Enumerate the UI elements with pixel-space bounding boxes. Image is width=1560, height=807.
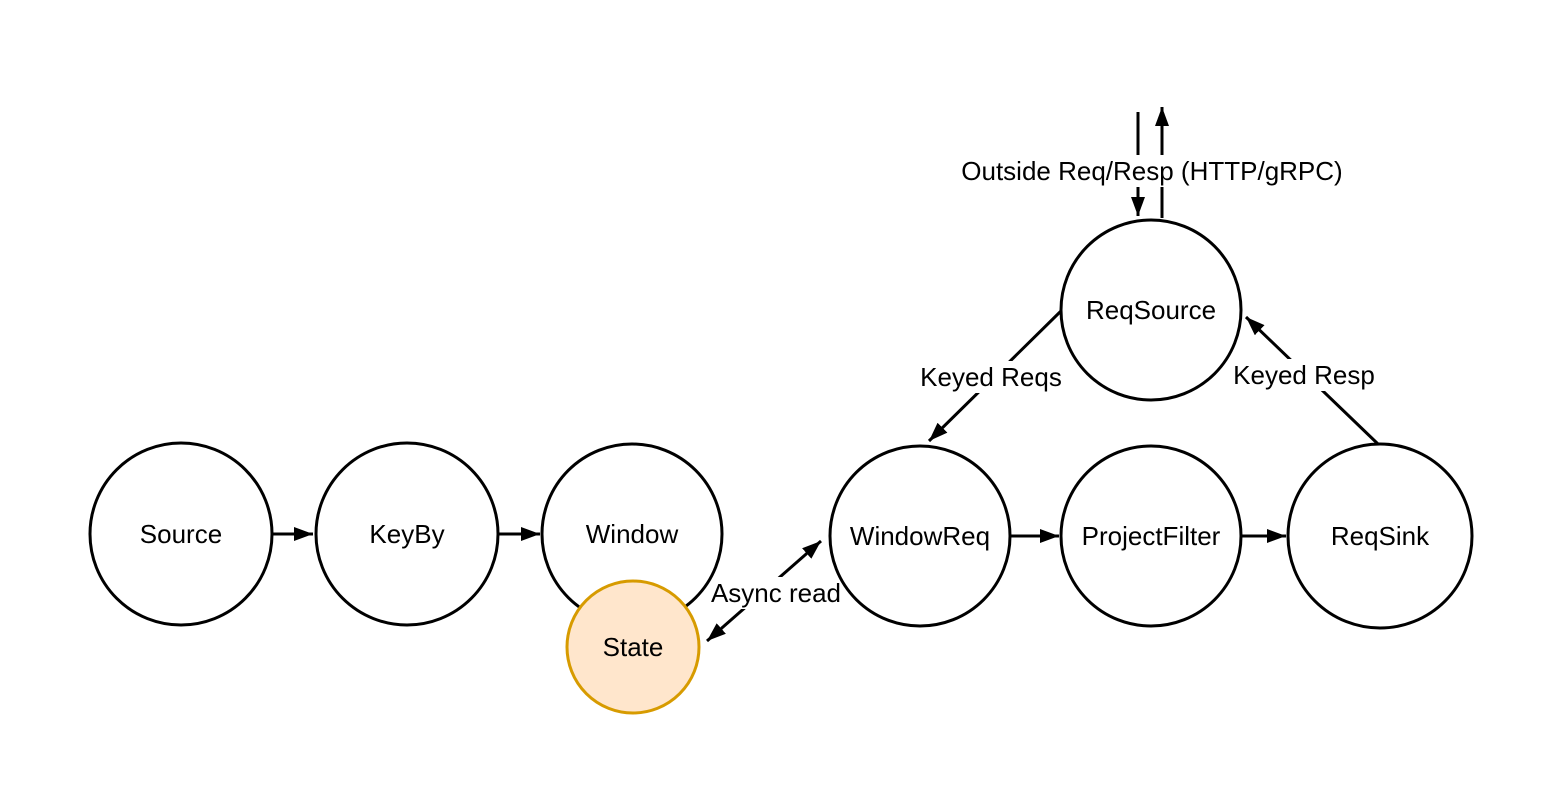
node-label-state: State [603,632,664,662]
node-label-projectfilter: ProjectFilter [1082,521,1221,551]
edge-label-reqsink-to-reqsource: Keyed Resp [1230,359,1378,391]
node-label-windowreq: WindowReq [850,521,990,551]
node-label-window: Window [586,519,679,549]
edge-label-bg-reqsource-to-windowreq [917,361,1065,393]
node-state [565,579,701,715]
node-windowreq [828,444,1012,628]
edge-label-bg-state-windowreq-async [707,577,845,609]
edge-label-text-reqsource-to-windowreq: Keyed Reqs [920,362,1062,392]
edge-label-bg-outside-response-out [958,155,1346,187]
edge-label-state-windowreq-async: Async read [707,577,845,609]
edge-label-text-reqsink-to-reqsource: Keyed Resp [1233,360,1375,390]
node-source [88,441,274,627]
node-label-reqsource: ReqSource [1086,295,1216,325]
edge-label-bg-reqsink-to-reqsource [1230,359,1378,391]
edge-label-outside-response-out: Outside Req/Resp (HTTP/gRPC) [958,155,1346,187]
node-label-reqsink: ReqSink [1331,521,1430,551]
node-reqsource [1059,218,1243,402]
edge-label-reqsource-to-windowreq: Keyed Reqs [917,361,1065,393]
edge-label-text-state-windowreq-async: Async read [711,578,841,608]
node-keyby [314,441,500,627]
edge-label-text-outside-response-out: Outside Req/Resp (HTTP/gRPC) [961,156,1342,186]
node-reqsink [1286,442,1474,630]
node-label-keyby: KeyBy [369,519,444,549]
node-label-source: Source [140,519,222,549]
node-projectfilter [1059,444,1243,628]
